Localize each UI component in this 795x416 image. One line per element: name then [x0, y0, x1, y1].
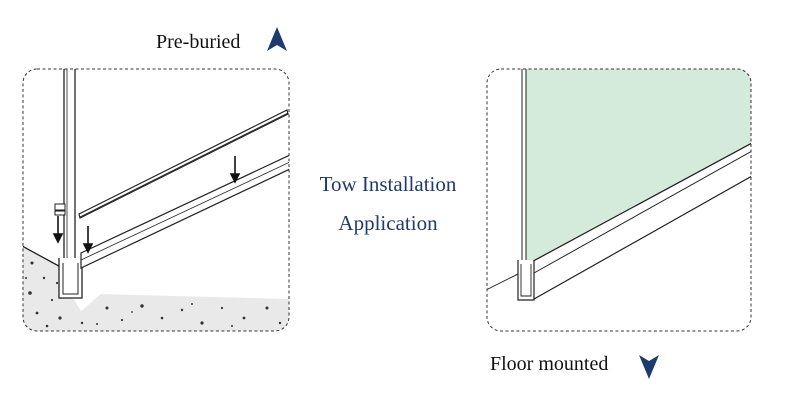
- u-channel: [58, 258, 83, 299]
- down-arrow-2: [82, 226, 94, 254]
- floor-mounted-label: Floor mounted: [490, 353, 609, 375]
- floor-mounted-illustration: [486, 68, 752, 332]
- triangle-down-icon: [639, 355, 659, 379]
- glass-pane: [526, 69, 751, 265]
- cover-strip-lower: [80, 154, 289, 269]
- concrete-ground: [23, 246, 289, 331]
- center-title-line-2: Application: [338, 211, 438, 235]
- u-channel: [517, 260, 535, 301]
- pre-buried-label: Pre-buried: [156, 31, 241, 53]
- triangle-up-icon: [267, 27, 287, 51]
- center-title-line-1: Tow Installation: [319, 172, 457, 196]
- concrete-speckles: [25, 261, 282, 328]
- glass-pane: [63, 69, 76, 289]
- pre-buried-illustration: [22, 68, 290, 332]
- down-arrow-3: [229, 156, 241, 184]
- down-arrow-1: [52, 216, 64, 244]
